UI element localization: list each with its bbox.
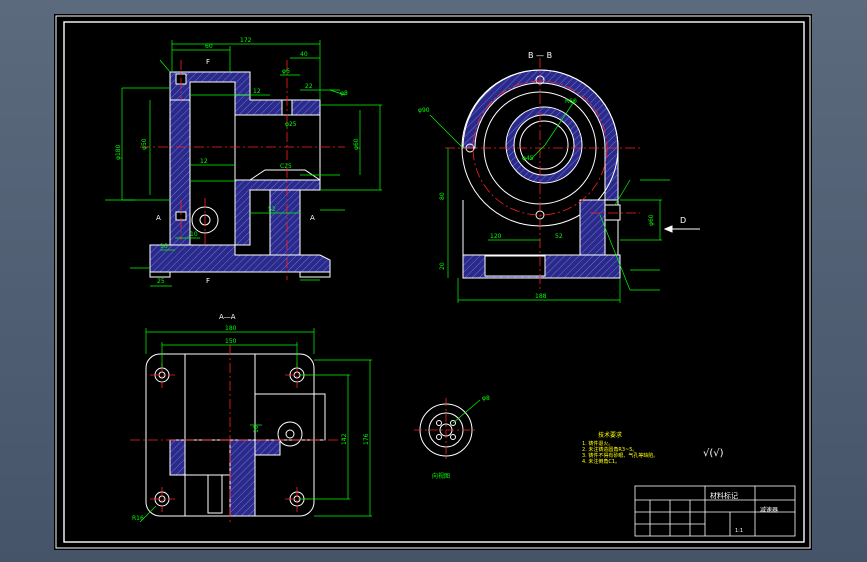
dim-phi60-bb: φ60 (648, 214, 655, 226)
mark-a-right: A (310, 214, 315, 222)
mark-f-bottom: F (206, 277, 210, 285)
note-line-1: 1. 铸件退火。 (582, 440, 613, 447)
dim-phi60-front: φ60 (353, 138, 360, 150)
dim-172-front: 172 (240, 37, 252, 44)
flange-label: 向视图 (432, 472, 450, 480)
flange-hole-2 (450, 420, 456, 426)
bb-dim-text: R60 φ45 φ60 80 20 188 φ90 52 120 (418, 98, 655, 300)
dim-16-front: 16 (160, 243, 168, 250)
flange-hole-4 (450, 434, 456, 440)
front-dim-text: 60 172 40 φ6 22 12 φ25 φ50 φ60 φ180 12 C… (115, 37, 360, 285)
front-centerlines (140, 60, 345, 280)
dim-c25-front: C25 (280, 163, 292, 170)
dim-16-aa: 16 (253, 425, 260, 433)
front-bore (234, 114, 321, 181)
bb-bearing-inner (513, 114, 575, 176)
mark-a-left: A (156, 214, 161, 222)
title-material: 材料标记 (710, 491, 738, 500)
technical-notes: 技术要求 1. 铸件退火。 2. 未注铸造圆角R3~5。 3. 铸件不得有砂眼、… (582, 431, 658, 465)
dim-r60-bb: R60 (565, 98, 577, 105)
note-line-2: 2. 未注铸造圆角R3~5。 (582, 446, 637, 453)
note-line-3: 3. 铸件不得有砂眼、气孔等缺陷。 (582, 452, 658, 459)
sheet (54, 14, 812, 550)
roughness-symbol: √(√) (703, 448, 724, 459)
inner-frame (63, 21, 805, 543)
aa-dim-lines (139, 328, 372, 523)
dim-52-bb: 52 (555, 233, 563, 240)
bb-side-boss (604, 204, 621, 221)
note-line-4: 4. 未注倒角C1。 (582, 458, 620, 465)
dim-phi25-front: φ25 (285, 121, 297, 128)
front-left-wall (169, 99, 191, 246)
bb-title: B — B (528, 51, 552, 60)
title-block[interactable] (634, 485, 796, 537)
dim-phi50-front: φ50 (141, 138, 148, 150)
bb-base-slot (484, 255, 546, 277)
aa-center-wall (229, 439, 256, 517)
dim-180-aa: 180 (225, 325, 237, 332)
dim-40-front: 40 (300, 51, 308, 58)
aa-left-rib (169, 439, 186, 476)
bb-dim-lines (429, 99, 670, 303)
outer-frame (55, 15, 811, 549)
dim-phi8-front: φ8 (340, 90, 348, 97)
dim-20-bb: 20 (439, 262, 446, 270)
aa-inner-right (254, 393, 326, 441)
title-scale: 1:1 (735, 528, 743, 534)
aa-right-block (254, 439, 281, 456)
bb-bore (519, 120, 569, 170)
flange-hole-1 (436, 420, 442, 426)
dim-10-front: 10 (190, 231, 198, 238)
dim-60-front: 60 (205, 43, 213, 50)
dim-120-bb: 120 (490, 233, 502, 240)
flange-centerlines (414, 398, 478, 462)
bb-right-wall (579, 199, 606, 256)
dim-142-aa: 142 (341, 433, 348, 445)
flange-leader (452, 399, 481, 424)
mark-f-top: F (206, 58, 210, 66)
flange-hole-3 (436, 434, 442, 440)
dim-25-front: 25 (157, 278, 165, 285)
notes-title: 技术要求 (598, 431, 622, 439)
dim-52-front: 52 (268, 206, 276, 213)
dim-phi90-bb: φ90 (418, 107, 430, 114)
bb-centerlines (445, 58, 640, 290)
front-section-marks: F F A A (156, 58, 315, 285)
front-foot-right (299, 271, 331, 278)
dim-12-top-front: 12 (253, 88, 261, 95)
dim-80-bb: 80 (439, 192, 446, 200)
front-dim-lines (105, 40, 382, 287)
bb-view-arrow (663, 225, 700, 233)
dim-12-mid-front: 12 (200, 158, 208, 165)
front-base (149, 244, 331, 273)
aa-boss (277, 421, 303, 447)
aa-dim-text: 180 150 142 176 R16 16 (132, 325, 370, 522)
title-part-name: 减速器 (760, 506, 778, 514)
aa-boss-hole (285, 429, 295, 439)
front-web (269, 189, 301, 256)
dim-phi45-bb: φ45 (522, 155, 534, 162)
dim-phi180-front: φ180 (115, 144, 122, 160)
aa-title: A—A (219, 313, 236, 321)
dim-phi6-front: φ6 (282, 68, 290, 75)
dim-176-aa: 176 (363, 433, 370, 445)
dim-22-front: 22 (305, 83, 313, 90)
dim-r16-aa: R16 (132, 515, 144, 522)
flange-dim: φ8 (482, 395, 490, 402)
dim-150-aa: 150 (225, 338, 237, 345)
aa-slot (207, 474, 223, 514)
dim-188-bb: 188 (535, 293, 547, 300)
bb-arrow-label: D (680, 216, 686, 225)
front-foot-left (149, 271, 171, 278)
front-view[interactable] (149, 71, 331, 278)
